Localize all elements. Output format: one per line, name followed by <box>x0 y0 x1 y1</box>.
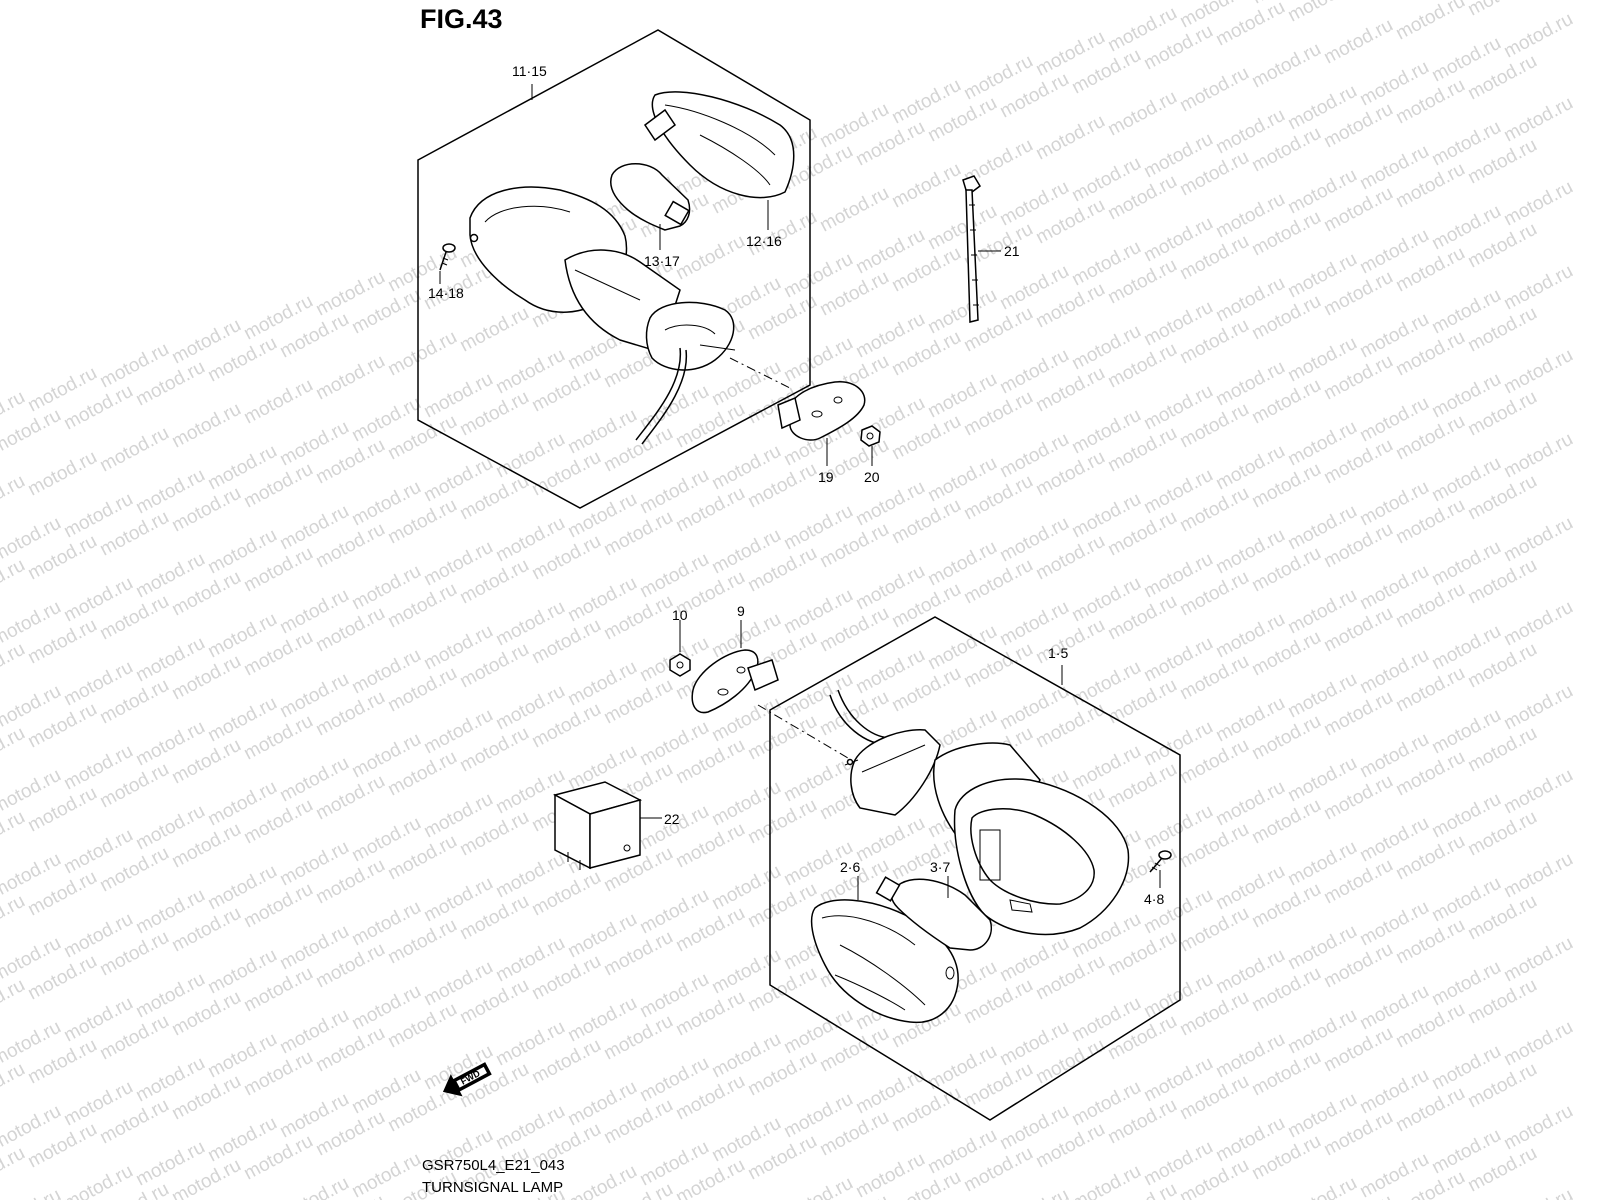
rear-mount-axis <box>729 357 791 389</box>
watermark-text: motod.ru <box>1032 111 1108 165</box>
front-lamp-mount <box>844 729 941 816</box>
watermark-text: motod.ru <box>1248 39 1324 93</box>
watermark-text: motod.ru <box>1356 0 1432 2</box>
watermark-text: motod.ru <box>276 1173 352 1200</box>
watermark-text: motod.ru <box>0 723 29 777</box>
watermark-text: motod.ru <box>0 1185 65 1200</box>
watermark-text: motod.ru <box>1500 1017 1576 1071</box>
front-screw <box>1149 850 1172 873</box>
front-lamp-housing <box>933 742 1130 936</box>
watermark-text: motod.ru <box>1500 345 1576 399</box>
front-mounting-plate <box>691 649 779 714</box>
watermark-text: motod.ru <box>1104 87 1180 141</box>
watermark-text: motod.ru <box>1500 765 1576 819</box>
label-front-plate: 9 <box>737 603 745 619</box>
watermark-text: motod.ru <box>0 891 29 945</box>
watermark-text: motod.ru <box>1284 0 1360 26</box>
watermark-text: motod.ru <box>60 1161 136 1200</box>
rear-lamp-housing <box>469 186 736 371</box>
label-front-assembly: 1·5 <box>1048 645 1068 661</box>
watermark-text: motod.ru <box>1500 513 1576 567</box>
watermark-text: motod.ru <box>1500 177 1576 231</box>
watermark-text: motod.ru <box>1068 1161 1144 1200</box>
label-front-screw: 4·8 <box>1144 891 1164 907</box>
watermark-text: motod.ru <box>1500 261 1576 315</box>
watermark-text: motod.ru <box>1392 0 1468 44</box>
rear-assembly-frame <box>417 29 811 509</box>
label-relay: 22 <box>664 811 680 827</box>
front-turnsignal-assembly <box>669 616 1181 1121</box>
cable-tie <box>962 175 981 323</box>
watermark-text: motod.ru <box>0 639 29 693</box>
watermark-text: motod.ru <box>564 1161 640 1200</box>
watermark-text: motod.ru <box>1500 429 1576 483</box>
watermark-text: motod.ru <box>1500 681 1576 735</box>
rear-turnsignal-assembly <box>417 29 881 509</box>
watermark-text: motod.ru <box>1500 849 1576 903</box>
rear-mounting-plate <box>777 381 866 441</box>
watermark-text: motod.ru <box>96 423 172 477</box>
watermark-text: motod.ru <box>1500 1101 1576 1155</box>
watermark-text: motod.ru <box>384 327 460 381</box>
watermark-text: motod.ru <box>996 1185 1072 1200</box>
rear-nut <box>860 425 881 447</box>
watermark-text: motod.ru <box>1500 93 1576 147</box>
rear-lamp-wire <box>641 349 688 445</box>
watermark-text: motod.ru <box>0 1143 29 1197</box>
watermark-text: motod.ru <box>0 1059 29 1113</box>
watermark-text: motod.ru <box>1500 9 1576 63</box>
figure-code: GSR750L4_E21_043 <box>422 1157 565 1174</box>
watermark-text: motod.ru <box>888 159 964 213</box>
watermark-text: motod.ru <box>1176 63 1252 117</box>
watermark-text: motod.ru <box>1320 15 1396 69</box>
rear-lens-socket <box>643 108 677 142</box>
watermark-text: motod.ru <box>240 375 316 429</box>
figure-title: FIG.43 <box>420 4 503 34</box>
label-rear-assembly: 11·15 <box>512 63 547 79</box>
watermark-text: motod.ru <box>168 399 244 453</box>
watermark-text: motod.ru <box>24 447 100 501</box>
watermark-text: motod.ru <box>0 471 29 525</box>
watermark-text: motod.ru <box>1500 1185 1576 1200</box>
rear-lamp-lens <box>651 91 795 199</box>
part-labels: 11·15 12·16 13·17 14·18 19 20 21 1·5 2·6… <box>428 63 1164 907</box>
label-front-lens: 2·6 <box>840 859 860 875</box>
rear-bulb <box>610 163 691 231</box>
front-lamp-lens <box>810 899 959 1024</box>
label-rear-bulb: 13·17 <box>644 253 680 269</box>
watermark-text: motod.ru <box>1500 933 1576 987</box>
label-rear-screw: 14·18 <box>428 285 464 301</box>
turnsignal-relay <box>552 781 643 870</box>
watermark-text: motod.ru <box>1464 0 1540 20</box>
front-bulb <box>875 876 992 980</box>
label-front-bulb: 3·7 <box>930 859 950 875</box>
label-rear-nut: 20 <box>864 469 880 485</box>
watermark-text: motod.ru <box>456 303 532 357</box>
front-assembly-frame <box>769 616 1181 1121</box>
label-rear-lens: 12·16 <box>746 233 782 249</box>
label-cable-tie: 21 <box>1004 243 1020 259</box>
watermark-text: motod.ru <box>1284 1173 1360 1200</box>
watermark-text: motod.ru <box>780 1173 856 1200</box>
watermark-text: motod.ru <box>1500 597 1576 651</box>
watermark-text: motod.ru <box>0 807 29 861</box>
label-front-nut: 10 <box>672 607 688 623</box>
watermark-text: motod.ru <box>672 231 748 285</box>
front-nut <box>669 653 691 677</box>
label-rear-plate: 19 <box>818 469 834 485</box>
watermark-text: motod.ru <box>0 975 29 1029</box>
watermark-text: motod.ru <box>0 555 29 609</box>
figure-name: TURNSIGNAL LAMP <box>422 1179 563 1196</box>
watermark-text: motod.ru <box>312 351 388 405</box>
rear-screw <box>439 243 456 271</box>
front-mount-axis <box>757 704 849 759</box>
watermark-text: motod.ru <box>816 183 892 237</box>
